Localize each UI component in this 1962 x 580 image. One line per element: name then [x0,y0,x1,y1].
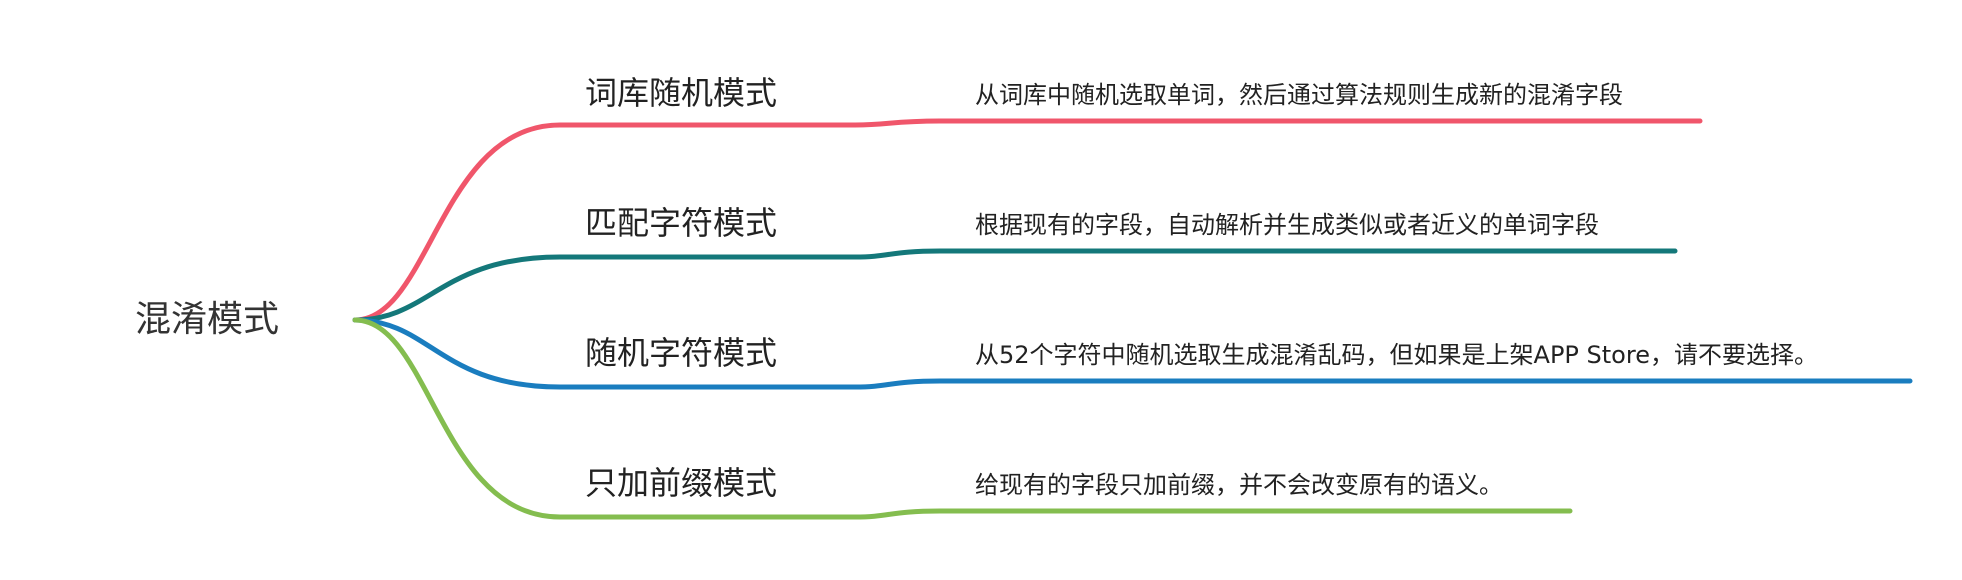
branch-topic-random-characters[interactable]: 随机字符模式 [585,334,778,372]
leaf-detail-match-characters[interactable]: 根据现有的字段，自动解析并生成类似或者近义的单词字段 [975,211,1599,239]
connector-branch-3 [352,317,1573,520]
connector-branch-1 [352,248,1678,323]
leaf-detail-prefix-only[interactable]: 给现有的字段只加前缀，并不会改变原有的语义。 [975,471,1503,499]
branch-topic-prefix-only[interactable]: 只加前缀模式 [585,464,778,502]
leaf-detail-random-characters[interactable]: 从52个字符中随机选取生成混淆乱码，但如果是上架APP Store，请不要选择。 [975,341,1818,369]
connector-branch-0 [352,118,1703,323]
branch-topic-word-library-random[interactable]: 词库随机模式 [585,74,778,112]
root-topic[interactable]: 混淆模式 [135,299,280,340]
connector-branch-2 [352,317,1913,390]
leaf-detail-word-library-random[interactable]: 从词库中随机选取单词，然后通过算法规则生成新的混淆字段 [975,81,1623,109]
branch-topic-match-characters[interactable]: 匹配字符模式 [585,204,778,242]
